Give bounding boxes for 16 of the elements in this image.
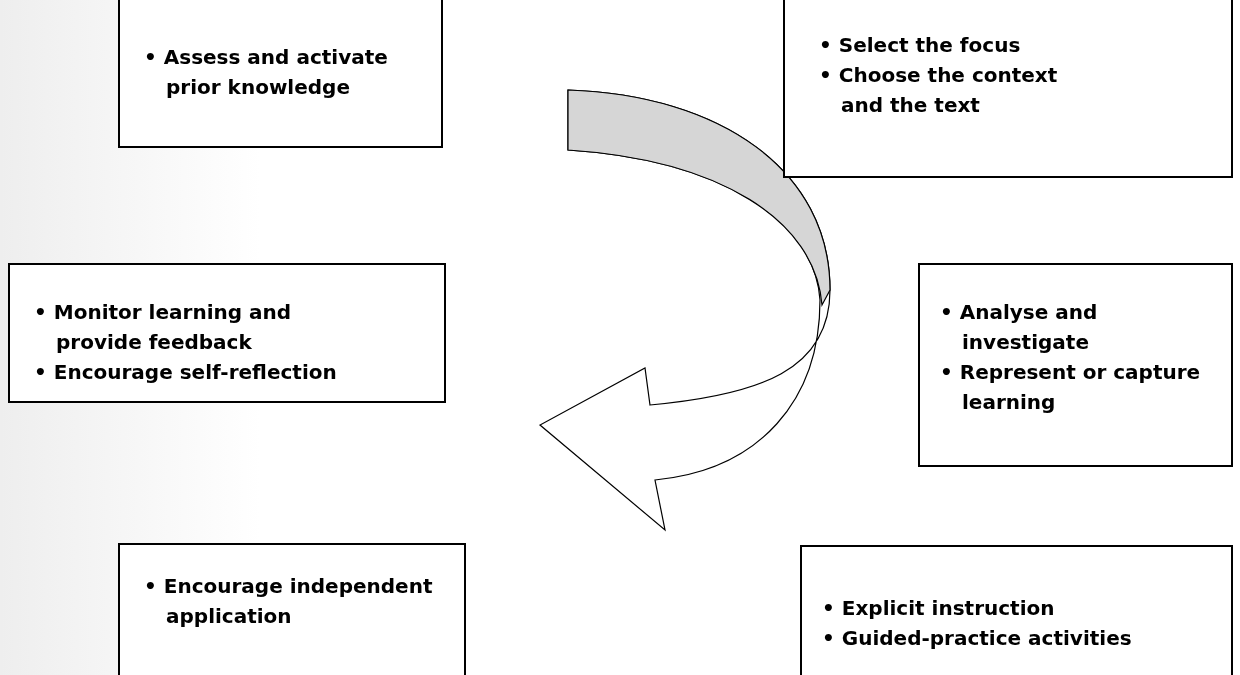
- text-box: [783, 0, 1233, 178]
- bullet-item: • Analyse and investigate: [940, 299, 1099, 356]
- text-box: [800, 545, 1233, 675]
- bullet-item: • Monitor learning and provide feedback: [34, 299, 293, 356]
- text-box: [918, 263, 1233, 467]
- bullet-item: • Explicit instruction: [822, 595, 1056, 622]
- text-box: [8, 263, 446, 403]
- bullet-item: • Encourage self-reflection: [34, 359, 338, 386]
- bullet-item: • Encourage independent application: [144, 573, 434, 630]
- text-box: [118, 0, 443, 148]
- bullet-item: • Select the focus: [819, 32, 1022, 59]
- bullet-item: • Guided-practice activities: [822, 625, 1133, 652]
- bullet-item: • Choose the context and the text: [819, 62, 1059, 119]
- bullet-item: • Represent or capture learning: [940, 359, 1202, 416]
- bullet-item: • Assess and activate prior knowledge: [144, 44, 389, 101]
- text-box: [118, 543, 466, 675]
